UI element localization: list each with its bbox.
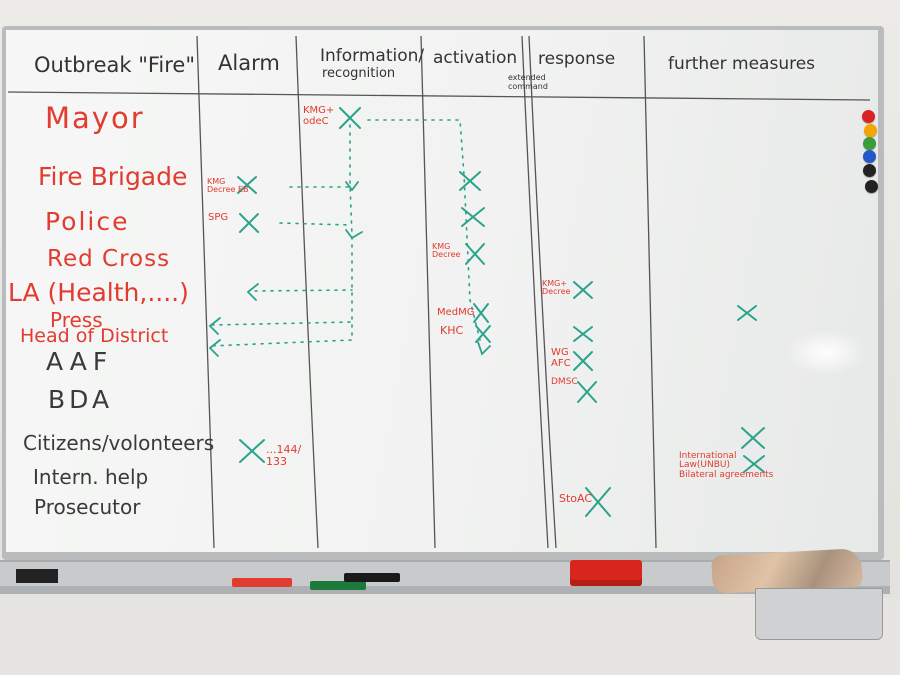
header-command: extended command bbox=[508, 73, 548, 91]
note-kmg-decree-3: KMG+ Decree bbox=[542, 279, 571, 297]
row-fire-brigade: Fire Brigade bbox=[38, 162, 188, 191]
green-marker[interactable] bbox=[310, 581, 366, 590]
row-intern-help: Intern. help bbox=[33, 465, 149, 489]
row-la-health: LA (Health,....) bbox=[8, 278, 189, 307]
magnet-orange[interactable] bbox=[864, 124, 877, 137]
header-recognition: recognition bbox=[322, 66, 396, 81]
note-kmg-decree-eb: KMG Decree EB bbox=[207, 177, 249, 195]
header-further: further measures bbox=[668, 54, 816, 74]
header-outbreak: Outbreak "Fire" bbox=[34, 53, 195, 77]
row-press: Press bbox=[50, 308, 103, 332]
header-response: response bbox=[538, 49, 616, 69]
tray-lip bbox=[0, 586, 890, 594]
board-eraser[interactable] bbox=[570, 560, 642, 586]
note-wg: WG AFC bbox=[551, 347, 571, 369]
row-police: Police bbox=[45, 207, 130, 236]
red-marker[interactable] bbox=[232, 578, 292, 587]
header-information: Information/ bbox=[320, 46, 425, 66]
magnet-black-2[interactable] bbox=[865, 180, 878, 193]
wall-lower bbox=[0, 598, 900, 675]
row-red-cross: Red Cross bbox=[47, 246, 171, 272]
row-mayor: Mayor bbox=[45, 101, 145, 135]
note-numbers: ...144/ 133 bbox=[266, 443, 302, 468]
magnet-green[interactable] bbox=[863, 137, 876, 150]
row-head-of-district: Head of District bbox=[20, 325, 169, 347]
note-international: International Law(UNBU) Bilateral agreem… bbox=[679, 451, 774, 480]
row-bda: BDA bbox=[48, 385, 114, 414]
accessory-bin bbox=[755, 588, 883, 640]
magnet-blue[interactable] bbox=[863, 150, 876, 163]
note-kmg-odec: KMG+ odeC bbox=[303, 105, 335, 127]
magnet-red[interactable] bbox=[862, 110, 875, 123]
note-spg: SPG bbox=[208, 212, 229, 223]
header-alarm: Alarm bbox=[218, 51, 280, 75]
brand-sticker bbox=[16, 569, 58, 583]
row-citizens: Citizens/volonteers bbox=[23, 431, 215, 455]
magnet-black[interactable] bbox=[863, 164, 876, 177]
note-medmg: MedMG bbox=[437, 307, 475, 318]
note-kmg-decree-2: KMG Decree bbox=[432, 242, 461, 260]
note-khc: KHC bbox=[440, 324, 464, 337]
black-marker[interactable] bbox=[344, 573, 400, 582]
header-activation: activation bbox=[433, 48, 518, 68]
light-reflection bbox=[786, 330, 866, 375]
row-aaf: AAF bbox=[46, 347, 114, 376]
note-stoac: StoAC bbox=[559, 492, 593, 505]
note-dmsc: DMSC bbox=[551, 377, 578, 387]
row-prosecutor: Prosecutor bbox=[34, 495, 141, 519]
